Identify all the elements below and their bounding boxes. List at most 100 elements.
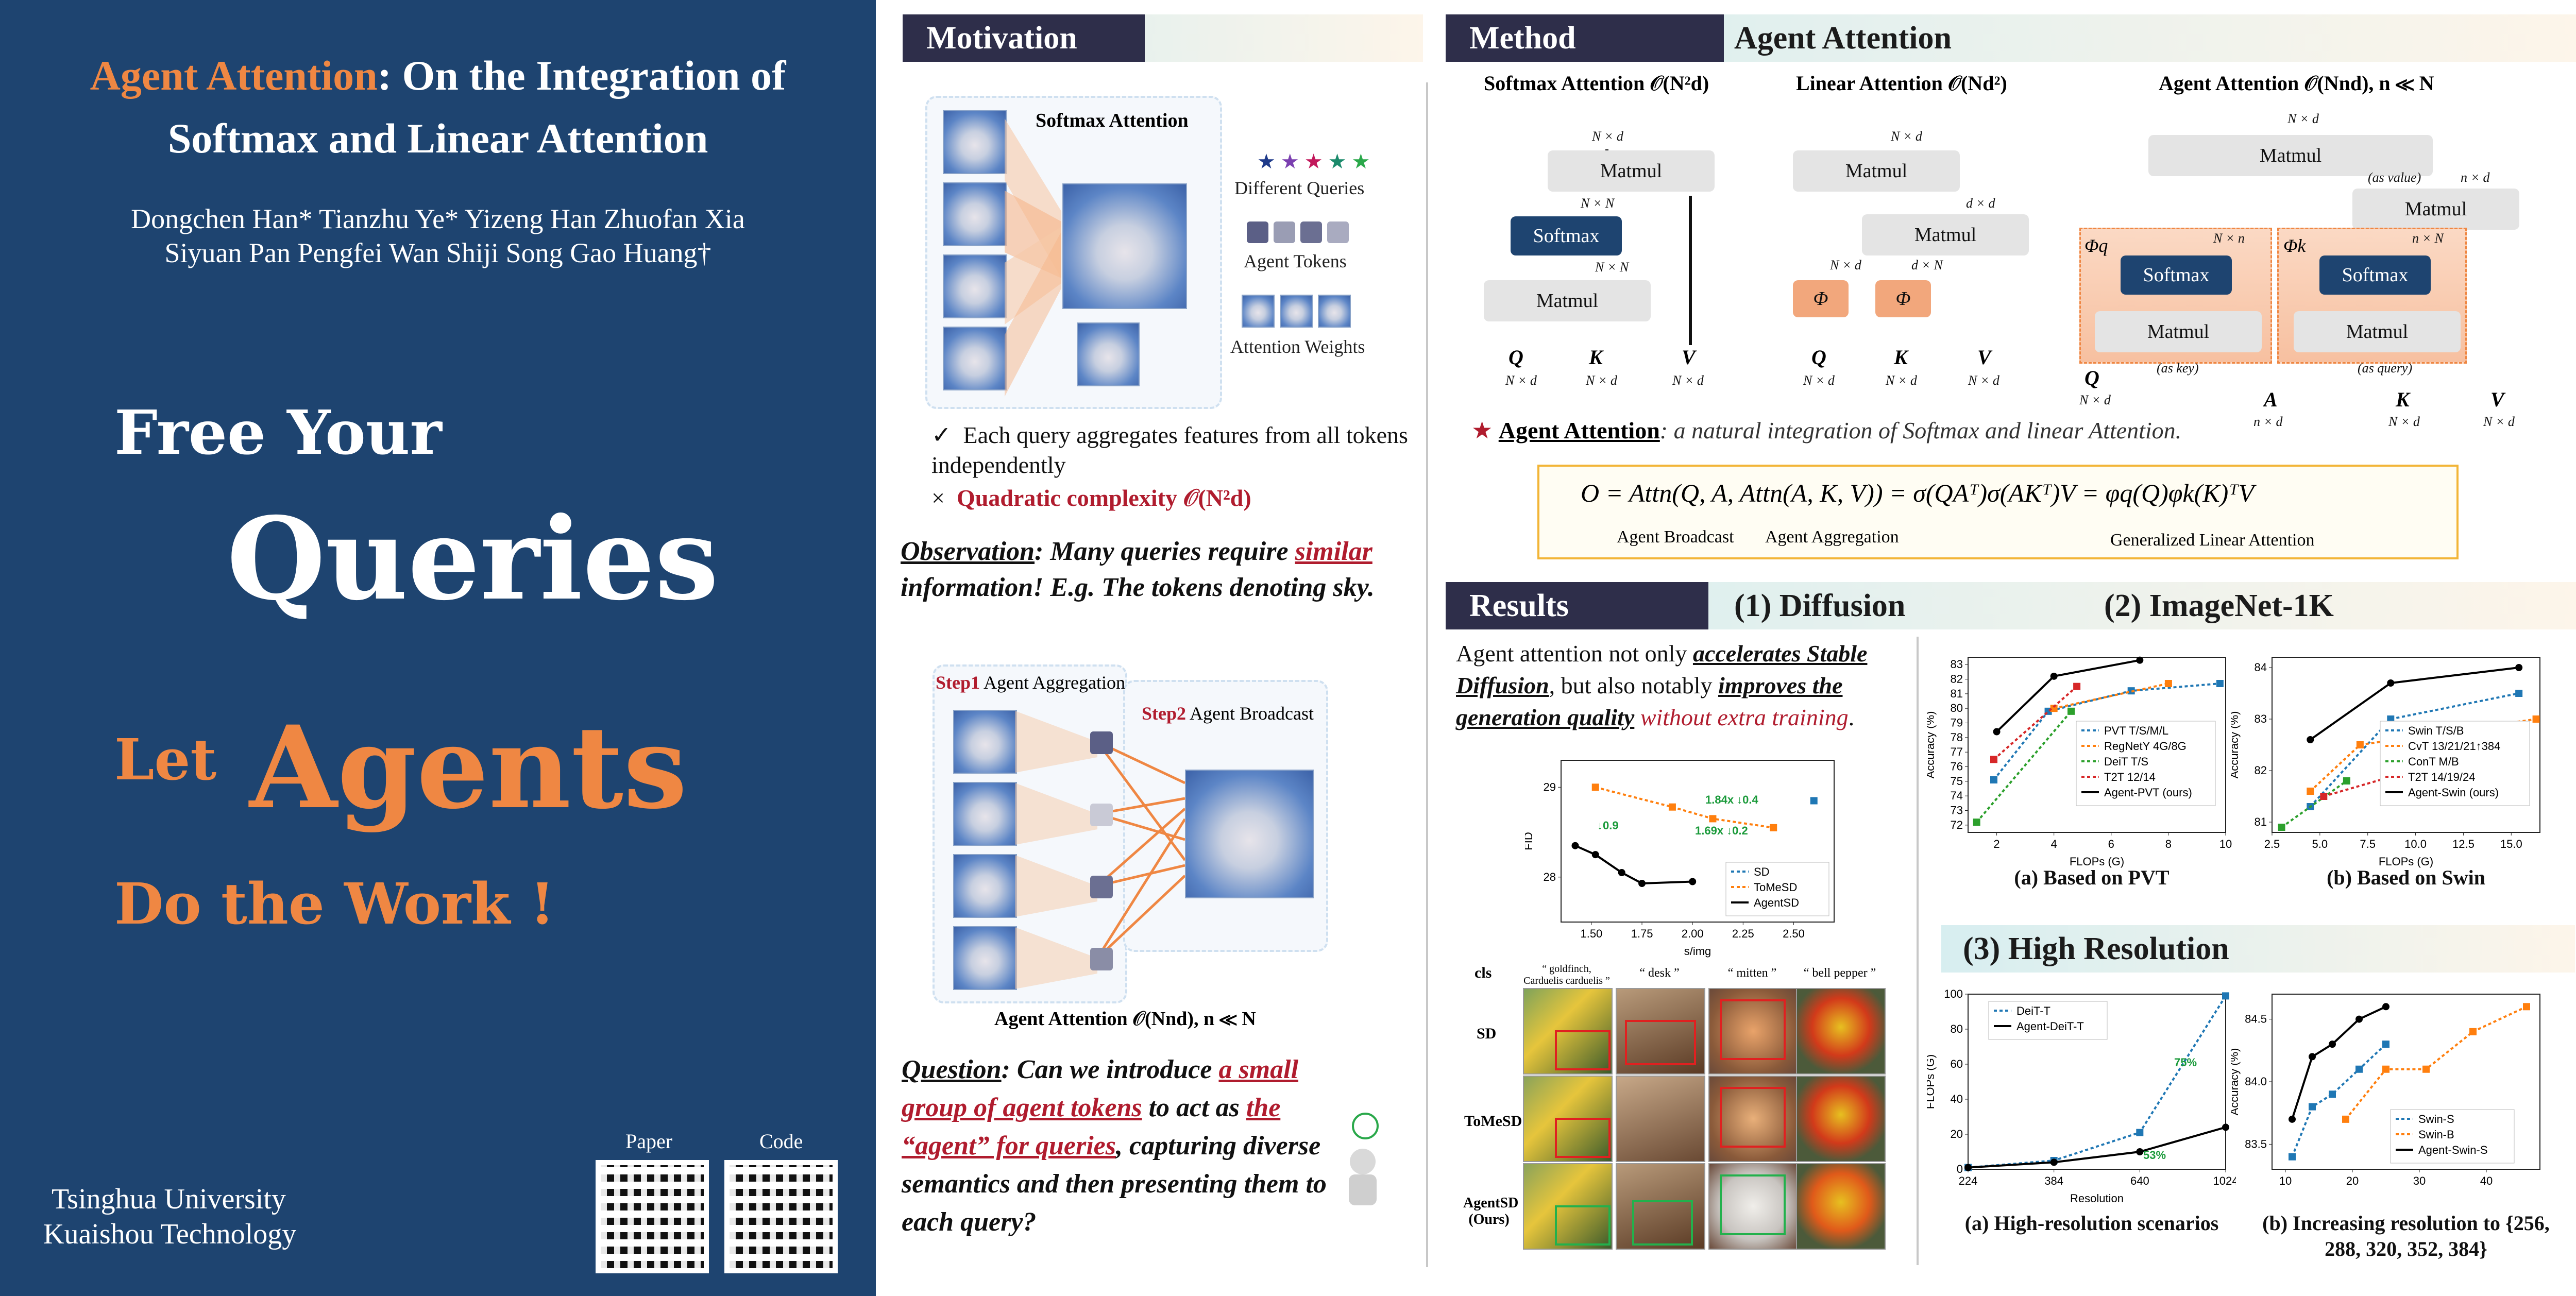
series-line-1: [1968, 1126, 2226, 1169]
y-tick-label: 72: [1951, 818, 1963, 831]
diffusion-text: Agent attention not only accelerates Sta…: [1456, 640, 1868, 730]
legend-label: ToMeSD: [1754, 881, 1797, 894]
y-axis-label: Accuracy (%): [2231, 711, 2241, 779]
title-panel: Agent Attention: On the Integration of S…: [0, 0, 876, 1296]
data-point: [2532, 715, 2540, 723]
y-tick-label: 20: [1951, 1128, 1963, 1140]
highres-header-bar: [1941, 925, 2575, 973]
data-point: [2469, 1028, 2477, 1035]
x-axis-label: FLOPs (G): [2379, 855, 2433, 868]
legend-label: Agent-Swin (ours): [2408, 786, 2499, 799]
x-tick-label: 640: [2130, 1174, 2149, 1187]
y-tick-label: 82: [1951, 673, 1963, 686]
different-queries-label: Different Queries: [1234, 178, 1365, 198]
x-tick-label: 2.00: [1682, 927, 1704, 940]
matmul-1: Matmul: [1548, 150, 1715, 192]
matmul-value: Matmul: [2352, 189, 2519, 230]
x-axis-label: Resolution: [2070, 1192, 2124, 1205]
data-point: [1770, 824, 1777, 831]
legend-label: PVT T/S/M/L: [2104, 724, 2168, 737]
bullet-1: ✓ Each query aggregates features from al…: [931, 422, 1408, 478]
data-point: [1964, 1164, 1972, 1171]
x-tick-label: 10.0: [2404, 838, 2427, 850]
x-tick-label: 1.75: [1631, 927, 1653, 940]
x-tick-label: 12.5: [2452, 838, 2475, 850]
caption-increasing-resolution: (b) Increasing resolution to {256, 288, …: [2262, 1212, 2550, 1260]
results-header: Results: [1446, 582, 1708, 629]
attn-weight-2: [1280, 295, 1313, 328]
data-point: [2222, 1123, 2229, 1131]
data-point: [1993, 728, 2001, 736]
data-point: [1810, 797, 1818, 805]
legend-label: DeiT-T: [2016, 1004, 2050, 1017]
observation-text: Observation: Many queries require simila…: [901, 537, 1375, 602]
y-tick-label: 75: [1951, 775, 1963, 788]
data-point: [2073, 683, 2081, 690]
query-patch-3: [943, 254, 1007, 318]
x-tick-label: 8: [2165, 838, 2172, 850]
x-tick-label: 1.50: [1580, 927, 1602, 940]
data-point: [2136, 656, 2144, 664]
agent-attention-caption: Agent Attention 𝒪(Nnd), n ≪ N: [994, 1008, 1256, 1030]
title-rest: : On the Integration of: [377, 52, 786, 99]
code-qr-code[interactable]: [724, 1160, 838, 1273]
column-divider-1: [1426, 82, 1428, 1267]
x-tick-label: 5.0: [2312, 838, 2328, 850]
y-tick-label: 100: [1944, 987, 1963, 1000]
data-point: [2307, 736, 2314, 743]
data-point: [2136, 1148, 2144, 1155]
linear-attention-diagram: N × d Matmul d × d Matmul N × d d × N Φ …: [1793, 124, 2040, 402]
legend-label: AgentSD: [1754, 896, 1799, 909]
agent-token-1: [1090, 731, 1113, 754]
data-point: [2343, 777, 2350, 785]
phi-q: Φ: [1793, 280, 1849, 317]
data-point: [2050, 672, 2058, 680]
data-point: [2355, 1065, 2363, 1073]
formula-box: O = Attn(Q, A, Attn(A, K, V)) = σ(QAᵀ)σ(…: [1537, 465, 2459, 559]
slogan-free: Free Your: [114, 397, 442, 468]
agentsd-goldfinch: [1523, 1163, 1613, 1250]
y-tick-label: 74: [1951, 789, 1963, 802]
data-point: [2289, 1153, 2296, 1161]
y-tick-label: 76: [1951, 760, 1963, 773]
chart-annotation: 1.84x ↓0.4: [1705, 793, 1759, 806]
agg-patch-4: [953, 926, 1017, 990]
matmul-top: Matmul: [2148, 135, 2433, 176]
data-point: [2222, 992, 2229, 1000]
slogan-do: Do the Work !: [114, 871, 555, 937]
parrot-image: [1062, 183, 1187, 309]
x-tick-label: 2.25: [1732, 927, 1754, 940]
x-tick-label: 30: [2413, 1174, 2426, 1187]
qr-paper-label: Paper: [625, 1130, 673, 1153]
y-tick-label: 40: [1951, 1093, 1963, 1105]
caption-pvt: (a) Based on PVT: [2014, 866, 2170, 889]
softmax-attention-diagram: N × d Matmul N × N Softmax N × N Matmul …: [1484, 124, 1721, 402]
formula: O = Attn(Q, A, Attn(A, K, V)) = σ(QAᵀ)σ(…: [1581, 479, 2255, 507]
sd-desk: [1616, 988, 1705, 1075]
legend-label: Agent-DeiT-T: [2016, 1020, 2084, 1033]
y-axis-label: FID: [1525, 832, 1535, 850]
data-point: [1709, 815, 1717, 823]
series-line-0: [2291, 1043, 2387, 1157]
y-tick-label: 84.0: [2245, 1075, 2267, 1088]
paper-qr-code[interactable]: [596, 1160, 709, 1273]
bullet-2: × Quadratic complexity 𝒪(N²d): [931, 485, 1251, 511]
x-tick-label: 7.5: [2360, 838, 2376, 850]
attention-weights-label: Attention Weights: [1230, 336, 1365, 357]
data-point: [2382, 1041, 2389, 1048]
softmax-col-title: Softmax Attention 𝒪(N²d): [1484, 72, 1709, 95]
brace-agent-broadcast: Agent Broadcast: [1617, 527, 1734, 547]
y-tick-label: 83: [1951, 658, 1963, 671]
data-point: [1571, 842, 1579, 849]
data-point: [1618, 869, 1625, 877]
y-tick-label: 73: [1951, 804, 1963, 817]
slogan-colon: :: [690, 546, 706, 594]
step1-text: Step1 Agent Aggregation: [936, 672, 1125, 693]
attn-weight-1: [1242, 295, 1275, 328]
data-point: [2050, 1158, 2058, 1166]
x-tick-label: 2: [1993, 838, 1999, 850]
phi-k: Φ: [1875, 280, 1931, 317]
diffusion-image-grid: cls “ goldfinch, Carduelis carduelis ” “…: [1456, 963, 1889, 1262]
